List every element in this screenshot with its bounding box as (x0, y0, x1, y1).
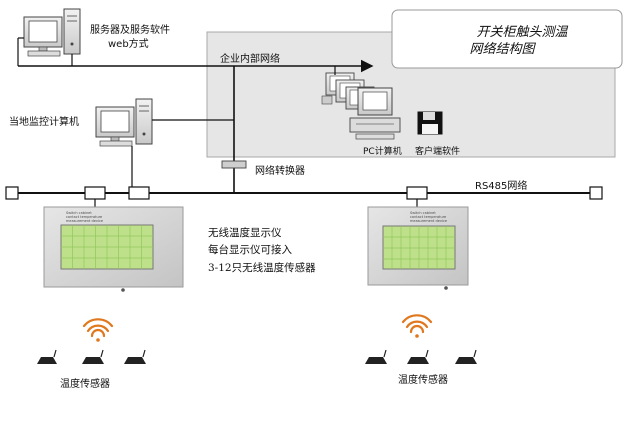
bus-terminator-left (5, 186, 19, 200)
local-pc-label: 当地监控计算机 (9, 115, 79, 128)
bus-node (128, 186, 150, 200)
client-software-label: 客户端软件 (415, 145, 460, 157)
temperature-sensor-icon (82, 349, 104, 364)
converter-label: 网络转换器 (255, 164, 305, 177)
wireless-signal-icon (401, 314, 433, 338)
device-label-line-1: Switch cabinet (410, 211, 436, 215)
temperature-sensor-icon (407, 349, 429, 364)
bus-node (84, 186, 106, 200)
device-label-line-3: measurement device (66, 219, 103, 223)
temperature-sensor-icon (37, 349, 57, 364)
local-monitor-computer-icon (95, 98, 153, 147)
description-line-2: 每台显示仪可接入 (208, 243, 292, 256)
bus-terminator-right (589, 186, 603, 200)
temperature-sensor-icon (124, 349, 146, 364)
rs485-label: RS485网络 (475, 179, 527, 192)
device-label-line-3: measurement device (410, 219, 447, 223)
device-label-line-2: contact temperature (410, 215, 446, 219)
device-label-line-2: contact temperature (66, 215, 102, 219)
floppy-disk-icon (417, 111, 443, 135)
intranet-label: 企业内部网络 (220, 52, 280, 65)
title-line-1: 开关柜触头测温 (476, 25, 568, 40)
web-label: web方式 (108, 37, 149, 50)
title-box: 开关柜触头测温 网络结构图 (391, 9, 623, 69)
description-line-1: 无线温度显示仪 (208, 226, 282, 239)
temperature-sensor-icon (455, 349, 477, 364)
wireless-signal-icon (82, 318, 114, 342)
wireless-display-device-left: Switch cabinet contact temperature measu… (43, 206, 184, 292)
bus-node (406, 186, 428, 200)
server-label: 服务器及服务软件 (90, 23, 170, 36)
sensor-label-left: 温度传感器 (60, 377, 110, 390)
temperature-sensor-icon (365, 349, 387, 364)
pc-client-computers-icon (321, 72, 401, 140)
server-computer-icon (23, 8, 81, 57)
network-converter-icon (221, 160, 247, 169)
pc-label: PC计算机 (363, 145, 402, 157)
title-line-2: 网络结构图 (469, 41, 536, 57)
description-line-3: 3-12只无线温度传感器 (208, 261, 316, 274)
wireless-display-device-right: Switch cabinet contact temperature measu… (367, 206, 469, 290)
sensor-label-right: 温度传感器 (398, 373, 448, 386)
device-label-line-1: Switch cabinet (66, 211, 92, 215)
